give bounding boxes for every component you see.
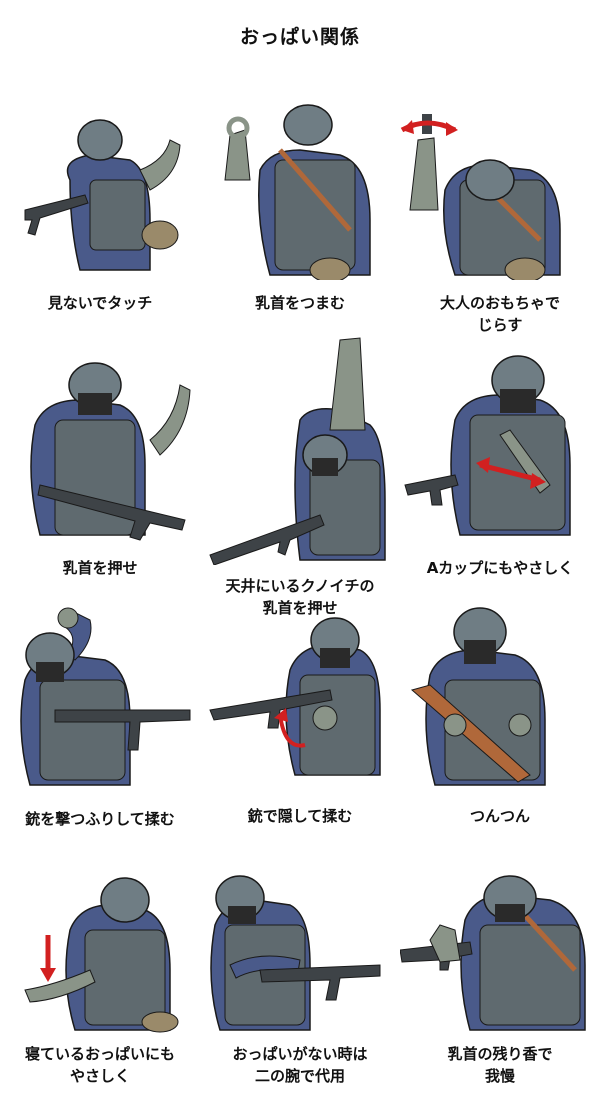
panel-caption: 乳首の残り香で 我慢 [447, 1045, 553, 1085]
panel-2: 乳首をつまむ [200, 100, 400, 340]
soldier-illustration [24, 877, 179, 1033]
panel-caption: Aカップにもやさしく [426, 559, 574, 577]
soldier-illustration [24, 119, 181, 271]
panel-8: 銃で隠して揉む [200, 600, 400, 840]
soldier-illustration [410, 607, 546, 786]
soldier-illustration [210, 875, 381, 1031]
soldier-illustration [20, 607, 191, 786]
panel-9: つんつん [400, 600, 600, 840]
panel-caption: 乳首をつまむ [254, 294, 345, 312]
panel-11: おっぱいがない時は 二の腕で代用 [200, 870, 400, 1105]
panel-caption: 見ないでタッチ [47, 294, 153, 312]
soldier-illustration [224, 104, 371, 280]
soldier-illustration [209, 337, 386, 565]
soldier-illustration [404, 355, 571, 536]
panel-caption: 乳首を押せ [62, 559, 138, 577]
panel-caption: 大人のおもちゃで じらす [439, 294, 560, 334]
panel-caption: 天井にいるクノイチの 乳首を押せ [225, 577, 375, 617]
panel-5: 天井にいるクノイチの 乳首を押せ [200, 330, 400, 630]
page-title: おっぱい関係 [239, 26, 360, 48]
panel-10: 寝ているおっぱいにも やさしく [0, 870, 200, 1105]
panel-7: 銃を撃つふりして揉む [0, 600, 200, 840]
panel-6: Aカップにもやさしく [400, 345, 600, 585]
soldier-illustration [209, 617, 381, 776]
soldier-illustration [400, 114, 561, 280]
soldier-illustration [30, 362, 191, 541]
panel-4: 乳首を押せ [0, 345, 200, 585]
panel-12: 乳首の残り香で 我慢 [400, 870, 600, 1105]
panel-caption: つんつん [469, 807, 530, 825]
panel-caption: おっぱいがない時は 二の腕で代用 [232, 1045, 368, 1085]
panel-caption: 寝ているおっぱいにも やさしく [24, 1045, 175, 1085]
panel-3: 大人のおもちゃで じらす [400, 100, 600, 340]
panel-1: 見ないでタッチ [0, 100, 200, 340]
panel-caption: 銃を撃つふりして揉む [25, 810, 175, 828]
soldier-illustration [400, 875, 586, 1031]
panel-caption: 銃で隠して揉む [247, 807, 353, 825]
